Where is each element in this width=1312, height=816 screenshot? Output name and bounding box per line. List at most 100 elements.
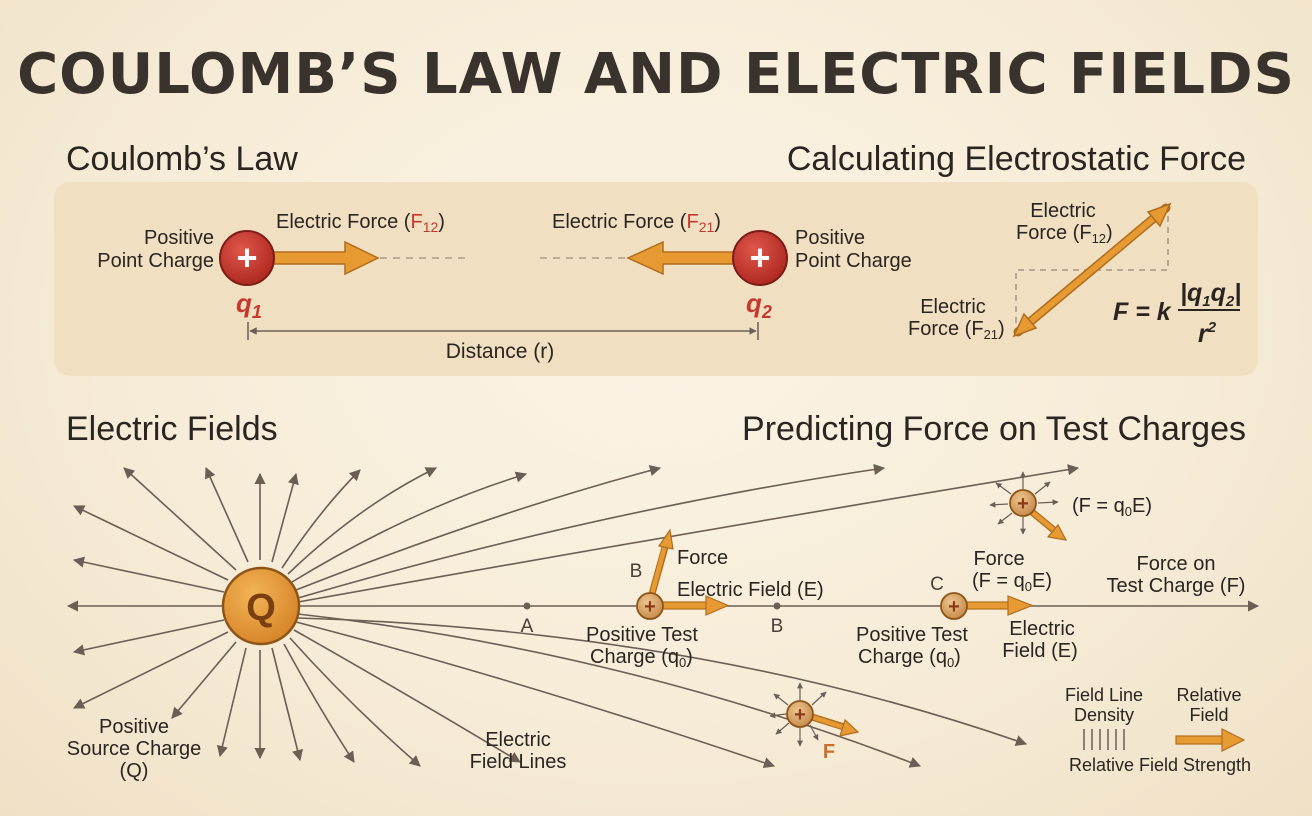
legend-arrow — [1175, 735, 1227, 745]
charge-q1-symbol: + — [236, 237, 257, 278]
field-line — [291, 471, 528, 583]
calc-diagram: Electric Force (F12) Electric Force (F21… — [908, 200, 1241, 348]
top-formula-label: (F = q0E) — [1072, 495, 1152, 519]
c-field-label-1: Electric — [1009, 618, 1075, 640]
field-line — [297, 464, 1080, 603]
main-title: COULOMB’S LAW AND ELECTRIC FIELDS — [17, 42, 1295, 107]
field-lines-label-1: Electric — [485, 729, 551, 751]
charge-q2: + — [732, 230, 788, 286]
source-label-3: (Q) — [120, 760, 149, 782]
charge-q1-label-1: Positive — [144, 227, 214, 249]
bottom-test-charge-group — [769, 682, 827, 747]
calc-f21-head — [1012, 312, 1038, 338]
top-test-charge-group — [989, 471, 1059, 535]
legend-density-lines — [1083, 729, 1125, 750]
formula-numerator: |q1q2| — [1180, 279, 1241, 310]
c-field-label-2: Field (E) — [1002, 640, 1078, 662]
charge-q2-label-1: Positive — [795, 227, 865, 249]
b-force-arrow — [649, 541, 669, 595]
field-line — [72, 505, 229, 581]
c-test-label-1: Positive Test — [856, 624, 968, 646]
calculating-force-heading: Calculating Electrostatic Force — [786, 140, 1246, 178]
field-line — [72, 619, 225, 656]
bottom-force-arrow — [811, 714, 844, 730]
calc-f12-label-2: Force (F12) — [1016, 222, 1113, 246]
calc-f21-label-1: Electric — [920, 296, 986, 318]
b-field-arrow — [659, 601, 711, 610]
field-line — [283, 643, 355, 763]
field-line — [281, 469, 361, 569]
b-force-label: Force — [677, 547, 728, 569]
field-line — [216, 647, 247, 758]
distance-label: Distance (r) — [446, 340, 555, 363]
legend-strength-label: Relative Field Strength — [1069, 755, 1251, 775]
source-label-1: Positive — [99, 716, 169, 738]
far-force-label-2: Test Charge (F) — [1107, 575, 1246, 597]
top-test-charge — [1009, 489, 1037, 517]
field-line — [123, 467, 237, 571]
field-lines-label-2: Field Lines — [470, 751, 567, 773]
bottom-test-charge-plus: + — [794, 704, 806, 726]
calc-f12-label-1: Electric — [1030, 200, 1096, 222]
field-line — [297, 617, 1028, 746]
calc-f12-shaft — [1090, 210, 1162, 273]
c-force-label-2: (F = q0E) — [972, 570, 1052, 594]
source-charge-symbol: Q — [246, 587, 276, 629]
c-force-label-1: Force — [973, 548, 1024, 570]
charge-q2-name: q2 — [746, 288, 772, 322]
coulomb-diagram: + q1 Positive Point Charge + q2 Positive… — [97, 211, 912, 363]
far-force-label-1: Force on — [1137, 553, 1216, 575]
field-line — [271, 647, 303, 762]
calc-f21-label-2: Force (F21) — [908, 318, 1005, 342]
force-arrow-f12 — [269, 240, 380, 276]
bottom-force-f-label: F — [823, 741, 835, 763]
test-charge-b-group: + — [636, 528, 730, 620]
field-line — [289, 637, 421, 767]
bottom-force-head — [839, 718, 860, 737]
c-field-head — [1007, 595, 1034, 616]
point-b-axis-label: B — [771, 616, 784, 637]
b-field-label: Electric Field (E) — [677, 579, 824, 601]
charge-q1-label-2: Point Charge — [97, 250, 214, 272]
force-arrow-f21 — [626, 240, 739, 276]
test-charge-c-group: + — [940, 592, 1034, 620]
legend-relative-label-1: Relative — [1176, 685, 1241, 705]
predicting-force-heading: Predicting Force on Test Charges — [742, 410, 1246, 448]
test-charge-b-plus: + — [644, 596, 656, 618]
legend-relative-label-2: Field — [1189, 705, 1228, 725]
b-label: B — [630, 561, 643, 582]
field-line — [297, 613, 922, 768]
point-b-dot — [773, 602, 781, 610]
top-test-charge-plus: + — [1017, 493, 1029, 515]
b-test-label-2: Charge (q0) — [590, 646, 693, 670]
calc-f12-head — [1146, 202, 1172, 228]
formula-lhs: F = k — [1113, 298, 1172, 326]
formula-denominator: r2 — [1198, 319, 1217, 348]
calc-f21-shaft — [1022, 267, 1094, 330]
point-a-label: A — [521, 616, 534, 637]
legend-arrow-head — [1221, 728, 1246, 752]
force-f21-label: Electric Force (F21) — [552, 211, 721, 235]
field-line — [72, 631, 229, 709]
test-charge-c-plus: + — [948, 596, 960, 618]
c-test-label-2: Charge (q0) — [858, 646, 961, 670]
top-force-arrow — [1030, 510, 1056, 532]
field-line — [171, 641, 237, 719]
electric-fields-heading: Electric Fields — [66, 410, 278, 448]
charge-q1: + — [219, 230, 275, 286]
field-line — [293, 629, 521, 763]
field-line — [287, 467, 438, 575]
charge-q2-symbol: + — [749, 237, 770, 278]
bottom-test-charge — [786, 700, 814, 728]
b-test-label-1: Positive Test — [586, 624, 698, 646]
field-line — [271, 472, 299, 563]
field-line — [204, 466, 249, 563]
field-line — [72, 556, 225, 593]
source-charge-q: Q — [221, 566, 301, 646]
top-force-head — [1046, 523, 1068, 541]
coulombs-law-heading: Coulomb’s Law — [66, 140, 298, 178]
charge-q2-label-2: Point Charge — [795, 250, 912, 272]
c-field-arrow — [965, 601, 1011, 610]
test-charge-b — [636, 592, 664, 620]
